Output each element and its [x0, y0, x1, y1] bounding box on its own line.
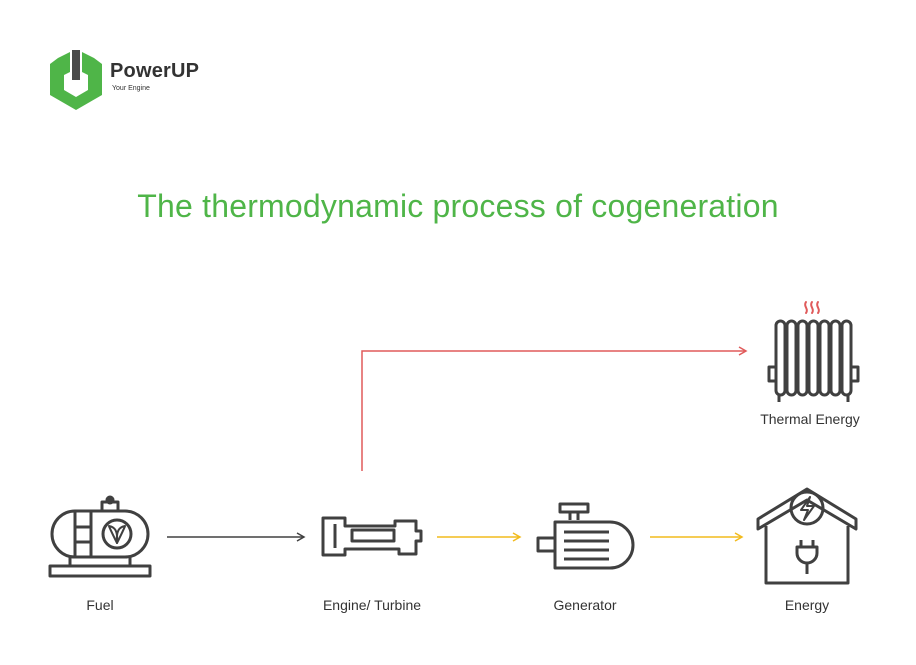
thermal-energy-label: Thermal Energy: [760, 411, 860, 427]
engine-turbine-icon: [321, 516, 423, 557]
powerup-logo-icon: [50, 50, 102, 110]
energy-label: Energy: [784, 597, 830, 613]
radiator-icon: [767, 319, 860, 402]
engine-to-thermal-arrow: [361, 346, 748, 471]
fuel-label: Fuel: [86, 597, 114, 613]
logo-name: PowerUP: [110, 60, 200, 82]
house-power-icon: [756, 487, 858, 585]
generator-label: Generator: [553, 597, 617, 613]
logo: PowerUP Your Engine: [48, 50, 228, 112]
fuel-tank-icon: [48, 495, 152, 578]
page-title: The thermodynamic process of cogeneratio…: [137, 188, 779, 224]
engine-turbine-label: Engine/ Turbine: [322, 597, 422, 613]
generator-icon: [536, 502, 635, 570]
heat-waves-icon: [804, 301, 820, 314]
logo-tagline: Your Engine: [112, 85, 150, 92]
